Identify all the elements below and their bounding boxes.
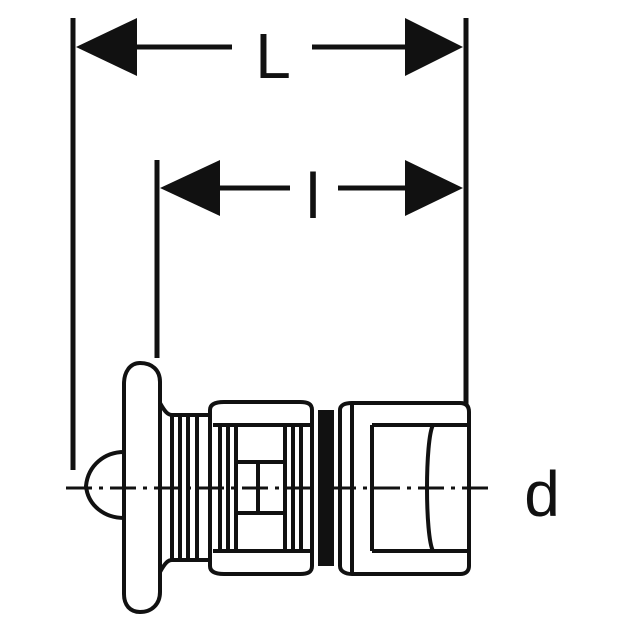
extension-lines [70,18,469,470]
fitting-seal-ring [318,410,334,566]
fitting-flange [122,361,162,614]
dimension-overall-length: L [76,18,463,92]
fitting-cap [84,450,125,520]
label-L: L [255,20,291,92]
dimension-insertion-length: l [160,160,463,232]
label-d: d [524,458,560,530]
arrowhead-l-right [405,160,463,216]
label-l: l [306,160,320,232]
arrowhead-l-left [160,160,220,216]
arrowhead-L-left [76,18,137,76]
fitting-pipe-end [338,401,471,576]
arrowhead-L-right [405,18,463,76]
